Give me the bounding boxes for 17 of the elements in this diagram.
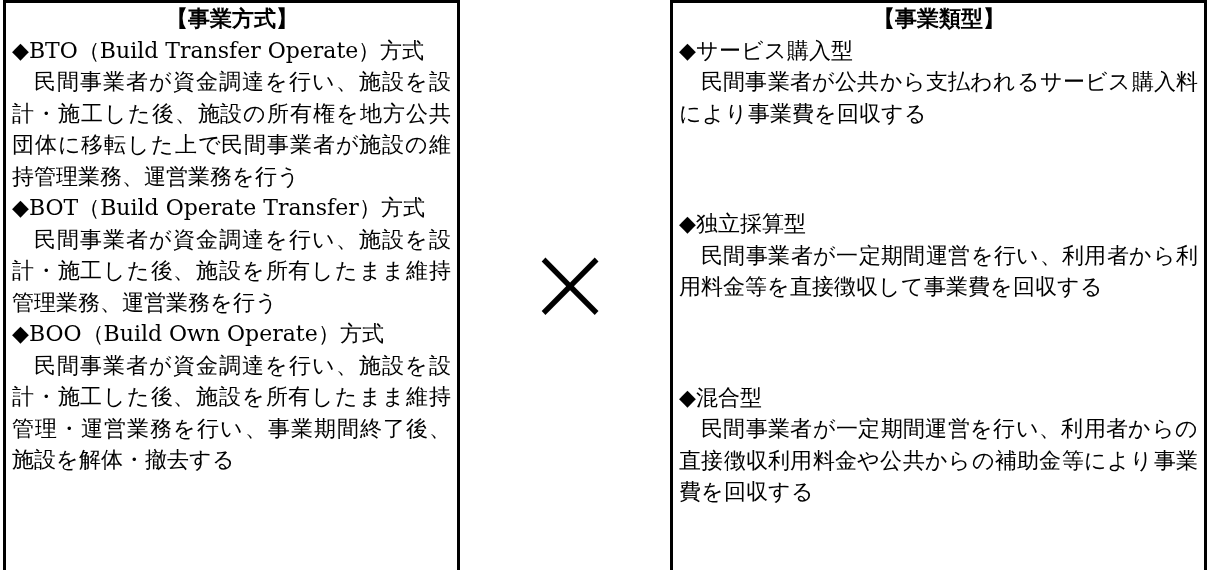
item-title: ◆サービス購入型 <box>679 36 854 65</box>
item-description: 民間事業者が資金調達を行い、施設を設計・施工した後、施設の所有権を地方公共団体に移転した上で民間事業者が施設の維持管理業務、運営業務を行う <box>12 68 451 191</box>
panel-heading: 【事業方式】 <box>164 4 299 33</box>
panel-heading: 【事業類型】 <box>871 4 1006 33</box>
item-description: 民間事業者が資金調達を行い、施設を設計・施工した後、施設を所有したまま維持管理・運営業務を行い、事業期間終了後、施設を解体・撤去する <box>12 351 451 474</box>
item-title: ◆BTO（Build Transfer Operate）方式 <box>12 36 426 65</box>
item-title: ◆混合型 <box>679 383 763 412</box>
item-description: 民間事業者が公共から支払われるサービス購入料により事業費を回収する <box>679 68 1198 128</box>
text-panel <box>670 0 1207 570</box>
item-description: 民間事業者が一定期間運営を行い、利用者からの直接徴収利用料金や公共からの補助金等により事業費を回収する <box>679 415 1198 506</box>
item-title: ◆BOO（Build Own Operate）方式 <box>12 320 385 348</box>
item-title: ◆独立採算型 <box>679 210 807 238</box>
multiplication-sign: × <box>522 228 618 338</box>
text-panel <box>3 0 460 570</box>
item-description: 民間事業者が資金調達を行い、施設を設計・施工した後、施設を所有したまま維持管理業務、運営業務を行う <box>12 225 451 317</box>
item-title: ◆BOT（Build Operate Transfer）方式 <box>12 194 426 222</box>
item-description: 民間事業者が一定期間運営を行い、利用者から利用料金等を直接徴収して事業費を回収する <box>679 241 1198 301</box>
